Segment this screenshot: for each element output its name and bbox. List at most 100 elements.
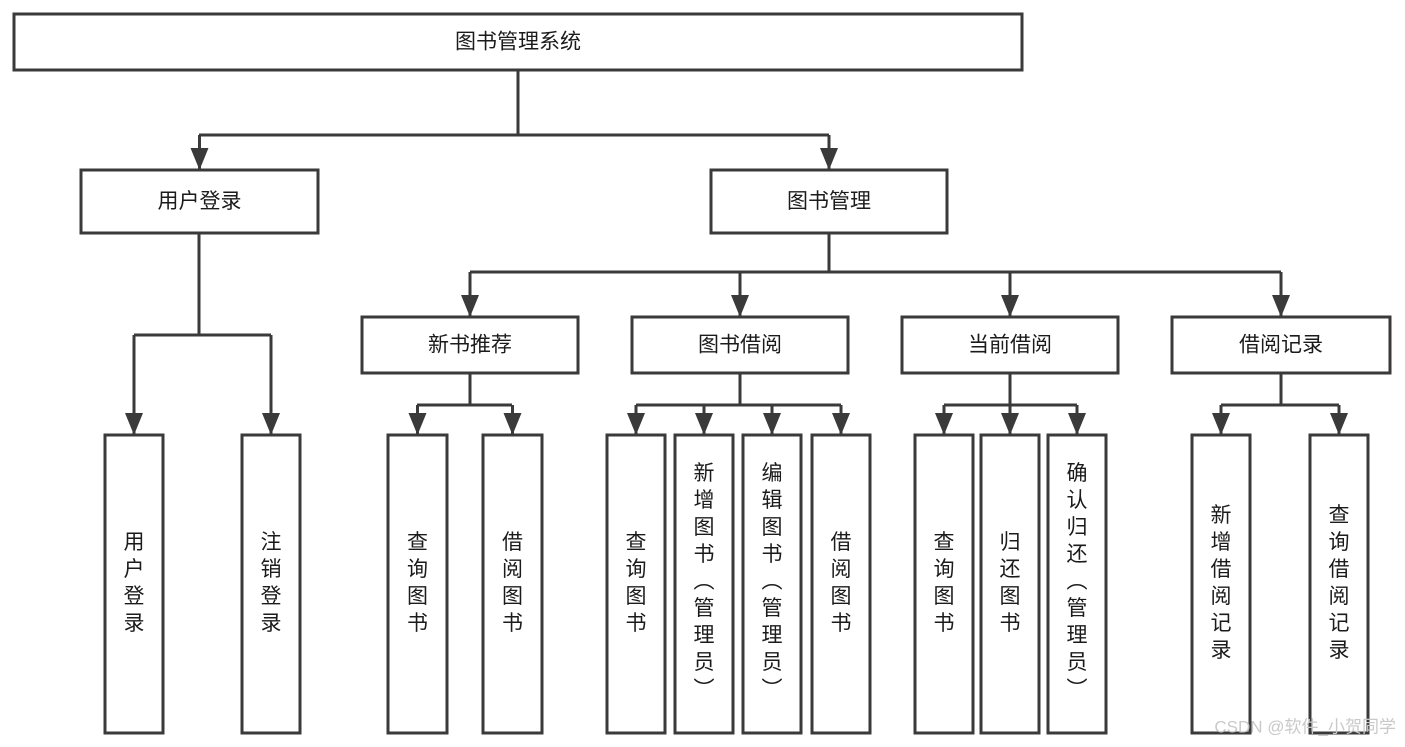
node-leaf-current-return-char: 归 xyxy=(1000,531,1021,554)
node-leaf-record-add-char: 增 xyxy=(1211,531,1232,554)
node-leaf-borrow-edit-char: 员 xyxy=(762,651,783,674)
node-user-login-rect xyxy=(79,168,320,235)
node-leaf-current-return-char: 图 xyxy=(1000,585,1021,608)
arrow-bus-borrow-record-1 xyxy=(1330,413,1348,435)
node-borrow-record[interactable]: 借阅记录 xyxy=(1170,315,1392,375)
node-leaf-record-query-char: 借 xyxy=(1329,558,1350,581)
node-leaf-current-confirm-char: 归 xyxy=(1067,516,1088,539)
node-book-manage-label: 图书管理 xyxy=(787,190,871,213)
node-leaf-rec-query-char: 图 xyxy=(407,585,428,608)
node-leaf-borrow-edit-char: 管 xyxy=(762,597,783,620)
node-leaf-current-query-rect xyxy=(913,433,975,735)
node-new-book-rec[interactable]: 新书推荐 xyxy=(360,315,580,375)
node-leaf-user-login[interactable]: 用户登录 xyxy=(103,433,165,735)
node-leaf-user-login-char: 用 xyxy=(124,531,145,554)
boxes-layer: 图书管理系统用户登录图书管理新书推荐图书借阅当前借阅借阅记录用户登录注销登录查询… xyxy=(12,12,1392,735)
node-leaf-borrow-edit-char: ︵ xyxy=(762,570,783,593)
node-leaf-borrow-add-char: 员 xyxy=(694,651,715,674)
node-leaf-borrow-add-rect xyxy=(673,433,735,735)
arrow-bus-book-borrow-0 xyxy=(627,413,645,435)
node-new-book-rec-label: 新书推荐 xyxy=(428,334,512,357)
node-root-system[interactable]: 图书管理系统 xyxy=(12,12,1024,72)
node-leaf-borrow-query-char: 图 xyxy=(626,585,647,608)
node-leaf-rec-borrow-char: 阅 xyxy=(502,558,523,581)
node-leaf-current-confirm-rect xyxy=(1046,433,1108,735)
node-leaf-record-query-char: 查 xyxy=(1329,504,1350,527)
arrow-bus-user-login-1 xyxy=(262,413,280,435)
node-leaf-borrow-edit-char: ︶ xyxy=(762,678,783,701)
node-borrow-record-rect xyxy=(1170,315,1392,375)
node-leaf-rec-borrow-rect xyxy=(481,433,544,735)
arrow-bus-user-login-0 xyxy=(125,413,143,435)
node-leaf-record-query-char: 记 xyxy=(1329,612,1350,635)
node-leaf-borrow-edit-char: 图 xyxy=(762,516,783,539)
node-current-borrow[interactable]: 当前借阅 xyxy=(900,315,1120,375)
arrow-bus-book-borrow-3 xyxy=(832,413,850,435)
node-leaf-current-confirm-char: 理 xyxy=(1067,624,1088,647)
node-leaf-rec-query-char: 书 xyxy=(407,612,428,635)
node-leaf-borrow-query-char: 查 xyxy=(626,531,647,554)
node-leaf-borrow-add-char: 理 xyxy=(694,624,715,647)
arrow-bus-borrow-record-0 xyxy=(1212,413,1230,435)
node-leaf-record-query-char: 询 xyxy=(1329,531,1350,554)
node-leaf-record-add-char: 新 xyxy=(1211,504,1232,527)
node-leaf-borrow-add-char: 图 xyxy=(694,516,715,539)
node-new-book-rec-rect xyxy=(360,315,580,375)
node-leaf-borrow-add-char: 新 xyxy=(694,462,715,485)
node-leaf-user-login-char: 登 xyxy=(124,585,145,608)
node-leaf-borrow-do-rect xyxy=(810,433,872,735)
node-leaf-borrow-edit-rect xyxy=(741,433,803,735)
arrow-bus-new-book-rec-0 xyxy=(408,413,427,435)
node-root-system-label: 图书管理系统 xyxy=(455,31,581,54)
node-leaf-record-query-char: 阅 xyxy=(1329,585,1350,608)
node-leaf-user-logout-rect xyxy=(240,433,302,735)
arrow-bus-book-manage-1 xyxy=(731,295,749,317)
node-leaf-borrow-add-char: 增 xyxy=(694,489,715,512)
node-leaf-borrow-edit-char: 理 xyxy=(762,624,783,647)
node-leaf-current-query-char: 图 xyxy=(934,585,955,608)
node-book-borrow[interactable]: 图书借阅 xyxy=(630,315,850,375)
node-leaf-borrow-do-char: 借 xyxy=(831,531,852,554)
node-borrow-record-label: 借阅记录 xyxy=(1239,334,1323,357)
node-leaf-current-query-char: 查 xyxy=(934,531,955,554)
node-leaf-record-add-char: 借 xyxy=(1211,558,1232,581)
node-leaf-record-add-char: 阅 xyxy=(1211,585,1232,608)
node-leaf-current-confirm-char: 员 xyxy=(1067,651,1088,674)
node-leaf-current-confirm-char: 认 xyxy=(1067,489,1088,512)
node-leaf-borrow-do-char: 书 xyxy=(831,612,852,635)
node-leaf-rec-borrow-char: 借 xyxy=(502,531,523,554)
node-leaf-borrow-add-char: 书 xyxy=(694,543,715,566)
node-leaf-rec-query-char: 询 xyxy=(407,558,428,581)
node-leaf-borrow-query-char: 询 xyxy=(626,558,647,581)
node-leaf-record-query-char: 录 xyxy=(1329,639,1350,662)
node-leaf-borrow-query-char: 书 xyxy=(626,612,647,635)
node-user-login[interactable]: 用户登录 xyxy=(79,168,320,235)
node-leaf-current-return-char: 书 xyxy=(1000,612,1021,635)
node-user-login-label: 用户登录 xyxy=(158,190,242,213)
arrow-bus-book-manage-0 xyxy=(461,295,479,317)
node-leaf-current-query-char: 询 xyxy=(934,558,955,581)
arrow-root-1 xyxy=(820,148,838,170)
arrow-bus-book-borrow-1 xyxy=(695,413,713,435)
node-current-borrow-label: 当前借阅 xyxy=(968,334,1052,357)
node-leaf-record-query-rect xyxy=(1308,433,1370,735)
arrow-bus-current-borrow-1 xyxy=(1001,413,1019,435)
node-book-borrow-label: 图书借阅 xyxy=(698,334,782,357)
node-leaf-user-login-char: 录 xyxy=(124,612,145,635)
node-leaf-current-query-char: 书 xyxy=(934,612,955,635)
arrow-bus-new-book-rec-1 xyxy=(503,413,522,435)
node-book-manage[interactable]: 图书管理 xyxy=(709,168,949,235)
arrow-root-0 xyxy=(190,148,209,170)
